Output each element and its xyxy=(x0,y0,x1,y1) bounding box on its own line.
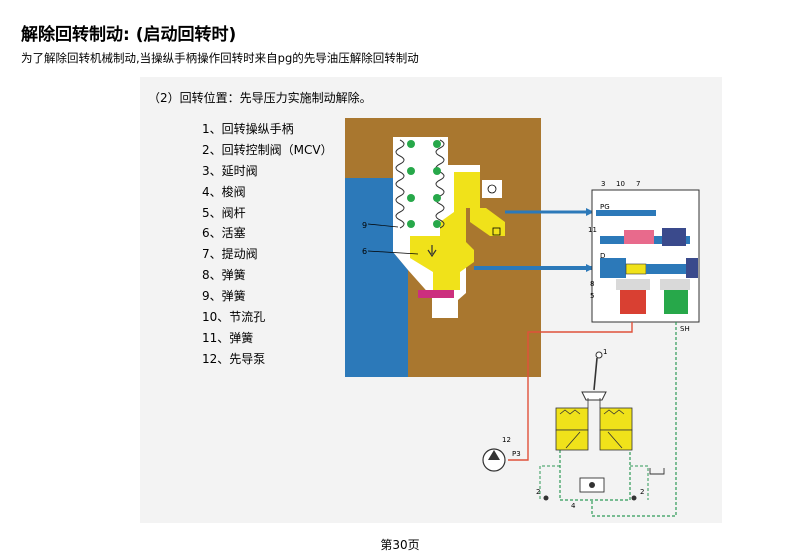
arrow-down-icon xyxy=(427,245,437,258)
lever-base xyxy=(581,391,607,401)
port-dot xyxy=(631,495,637,501)
red-valve xyxy=(620,290,646,314)
green-dashed-line xyxy=(591,322,677,517)
spool-5 xyxy=(625,263,647,275)
leader-line xyxy=(367,223,399,228)
callout-11: 11 xyxy=(588,226,597,234)
page-number: 第30页 xyxy=(380,538,420,552)
legend-item: 4、梭阀 xyxy=(202,184,246,199)
flow-arrow xyxy=(607,431,623,449)
callout-12: 12 xyxy=(502,436,511,444)
mcv-block-left xyxy=(555,407,589,431)
spring-right xyxy=(435,139,445,229)
green-valve xyxy=(664,290,688,314)
red-valve-cap xyxy=(616,279,650,290)
notch-marker xyxy=(487,184,497,194)
port-dot xyxy=(543,495,549,501)
spring-coil xyxy=(433,140,441,148)
legend-item: 3、延时阀 xyxy=(202,163,258,178)
callout-8: 8 xyxy=(590,280,594,288)
callout-6: 6 xyxy=(362,247,367,256)
mcv-block-right xyxy=(599,407,633,431)
right-plug xyxy=(662,228,686,246)
legend-item: 6、活塞 xyxy=(202,226,246,241)
spring-symbol xyxy=(559,409,581,415)
legend-item: 11、弹簧 xyxy=(202,330,254,345)
callout-5: 5 xyxy=(590,292,594,300)
pg-channel xyxy=(596,210,656,216)
brake-seal xyxy=(418,290,454,298)
callout-9: 9 xyxy=(362,221,367,230)
port-pg-label: PG xyxy=(600,203,610,211)
parts-legend: 1、回转操纵手柄 2、回转控制阀（MCV） 3、延时阀 4、梭阀 5、阀杆 6、… xyxy=(202,119,333,370)
callout-4: 4 xyxy=(571,502,576,510)
callout-1: 1 xyxy=(603,348,607,356)
green-valve-cap xyxy=(660,279,690,290)
callout-2-right: 2 xyxy=(640,488,644,496)
leader-line xyxy=(367,250,419,255)
pump-triangle-icon xyxy=(488,450,500,460)
arm-marker xyxy=(492,227,501,236)
page-title: 解除回转制动: (启动回转时) xyxy=(21,25,237,45)
port-sh-label: SH xyxy=(680,325,690,333)
green-dashed-loop xyxy=(559,450,631,501)
page-subtitle: 为了解除回转机械制动,当操纵手柄操作回转时来自pg的先导油压解除回转制动 xyxy=(21,51,419,65)
red-pilot-line xyxy=(508,322,633,461)
spring-coil xyxy=(407,167,415,175)
callout-2-left: 2 xyxy=(536,488,540,496)
arrow-right-icon xyxy=(586,208,594,216)
left-chamber xyxy=(600,258,626,278)
callout-10: 10 xyxy=(616,180,625,188)
green-dashed-branch xyxy=(630,465,649,500)
lever-knob xyxy=(595,351,603,359)
lever-stem xyxy=(593,357,598,391)
oil-lines xyxy=(474,208,594,272)
flow-arrow xyxy=(565,431,581,449)
pilot-circuit: 1 12 P3 4 2 2 xyxy=(482,322,677,517)
mcv-block-left-lower xyxy=(555,429,589,451)
spring-coil xyxy=(433,167,441,175)
callout-3: 3 xyxy=(601,180,605,188)
spring-left xyxy=(395,139,405,229)
piston-arm xyxy=(470,208,505,236)
tank-symbol xyxy=(649,468,665,475)
legend-item: 1、回转操纵手柄 xyxy=(202,122,294,136)
diagram-caption: （2）回转位置：先导压力实施制动解除。 xyxy=(148,91,372,105)
spring-coil xyxy=(407,140,415,148)
arrow-right-icon xyxy=(586,264,594,272)
delay-valve-block: 3 10 7 11 8 5 PG D SH xyxy=(588,180,700,333)
callout-p3: P3 xyxy=(512,450,521,458)
legend-item: 5、阀杆 xyxy=(202,205,246,220)
spring-coil xyxy=(433,220,441,228)
green-dashed-branch xyxy=(539,465,560,500)
spool-end xyxy=(686,258,698,278)
legend-item: 2、回转控制阀（MCV） xyxy=(202,142,333,157)
spring-coil xyxy=(407,220,415,228)
port-d-label: D xyxy=(600,252,605,260)
shuttle-ball xyxy=(589,482,595,488)
legend-item: 7、提动阀 xyxy=(202,247,258,262)
brake-section-view: 9 6 xyxy=(345,118,541,377)
spool-channel xyxy=(646,264,686,274)
legend-item: 8、弹簧 xyxy=(202,268,246,283)
legend-item: 12、先导泵 xyxy=(202,351,266,366)
callout-7: 7 xyxy=(636,180,640,188)
legend-item: 10、节流孔 xyxy=(202,310,266,325)
spring-symbol xyxy=(603,409,625,415)
legend-item: 9、弹簧 xyxy=(202,289,246,304)
brake-piston xyxy=(410,172,480,290)
spring-coil xyxy=(407,194,415,202)
spring-coil xyxy=(433,194,441,202)
poppet-7 xyxy=(624,230,654,244)
left-oil-chamber xyxy=(345,178,408,377)
mcv-block-right-lower xyxy=(599,429,633,451)
